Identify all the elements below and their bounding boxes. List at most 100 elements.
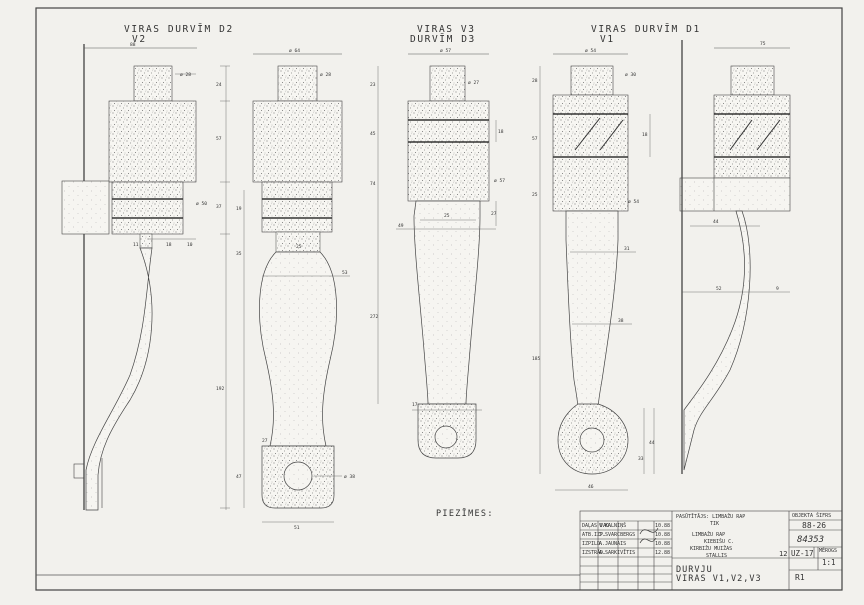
tb-scale-label: MĒROGS [819, 547, 837, 554]
title-block [579, 510, 843, 591]
dim-d30: ø 30 [625, 72, 636, 78]
view-v3-sub: DURVĪM D3 [410, 34, 476, 45]
tb-scale: 1:1 [822, 558, 836, 567]
tb-role-4: IZSTRĀD. [582, 549, 606, 556]
door-frame-section-v1 [679, 177, 791, 212]
strap-v2 [85, 247, 153, 511]
dim-25b: 25 [296, 244, 302, 250]
dim-d54b: ø 54 [628, 199, 639, 205]
tb-object1: LIMBAŽU RAP [692, 530, 725, 538]
tb-code: 88-26 [802, 521, 826, 530]
tb-role-2: ATB.IZP. [582, 532, 606, 538]
tb-role-1: DAĻAS VAD. [582, 523, 612, 529]
dim-74: 74 [370, 181, 376, 187]
dim-38w: 38 [618, 318, 624, 324]
dim-33: 33 [638, 456, 644, 462]
view-d1-title: VIRAS DURVĪM D1 [591, 24, 701, 35]
dim-d57b: ø 57 [494, 178, 505, 184]
tb-rev: R1 [795, 573, 805, 582]
dim-28: 28 [532, 78, 538, 84]
tb-drawing-title-1: DURVJU [676, 565, 713, 575]
dim-47: 47 [236, 474, 242, 480]
view-d1-sub: V1 [600, 34, 615, 45]
dim-d50: ø 50 [196, 201, 207, 207]
dim-192: 192 [216, 386, 225, 392]
dim-17: 17 [412, 402, 418, 408]
dim-46: 46 [588, 484, 594, 490]
tb-name-1: V.KALNIŅŠ [599, 522, 626, 529]
dim-24: 24 [216, 82, 222, 88]
dim-9: 9 [776, 286, 779, 292]
tb-name-2: J.SVARCBERGS [599, 532, 635, 538]
dim-44: 44 [649, 440, 655, 446]
view-v3: VIRAS V3 DURVĪM D3 ø 57 ø 27 ø 57 23 45 … [370, 24, 505, 459]
tb-object4: STALLIS [706, 553, 727, 559]
view-v2-front: ø 64 ø 28 ø 38 53 51 19 35 47 25 27 [236, 48, 355, 531]
dim-44b: 44 [713, 219, 719, 225]
tb-date-1: 10.88 [655, 523, 670, 529]
handle-v2 [259, 251, 337, 447]
dim-d27: ø 27 [468, 80, 479, 86]
handle-v1 [565, 210, 619, 411]
title-block-text: DAĻAS VAD. V.KALNIŅŠ 10.88 ATB.IZP. J.SV… [582, 512, 837, 584]
dim-d64: ø 64 [289, 48, 300, 54]
dim-18b: 18 [498, 129, 504, 135]
dim-21: 27 [262, 438, 268, 444]
dim-272: 272 [370, 314, 379, 320]
dim-d57: ø 57 [440, 48, 451, 54]
dim-25: 25 [444, 213, 450, 219]
view-d2-title: VIRAS DURVĪM D2 [124, 24, 234, 35]
dim-d38: ø 38 [344, 474, 355, 480]
dim-52: 52 [716, 286, 722, 292]
tb-name-3: A.JAUNAIS [599, 541, 626, 547]
tb-inv: 84353 [797, 535, 824, 545]
tb-drawing-title-2: VIRAS V1,V2,V3 [676, 574, 762, 584]
signature-marks [639, 527, 659, 544]
view-v1-side: 75 44 52 9 [679, 40, 791, 474]
dim-19: 19 [236, 206, 242, 212]
dim-25c: 25 [532, 192, 538, 198]
dim-49: 49 [398, 223, 404, 229]
notes-label: PIEZĪMES: [436, 508, 494, 519]
dim-45: 45 [370, 131, 376, 137]
tb-date-2: 10.88 [655, 532, 670, 538]
dim-57b: 57 [532, 136, 538, 142]
tb-date-3: 10.88 [655, 541, 670, 547]
tb-object3: KIRBIŽU MUIŽAS [690, 544, 732, 552]
dim-75: 75 [760, 41, 766, 47]
dim-d54: ø 54 [585, 48, 596, 54]
dim-185: 185 [532, 356, 541, 362]
tb-name-4: A.SARKIVĪTIS [599, 549, 635, 556]
dim-37: 37 [216, 204, 222, 210]
dim-width-88: 88 [130, 42, 136, 48]
sheet-border [35, 7, 843, 591]
dim-27: 27 [491, 211, 497, 217]
tb-sheet-code: UZ-17 [791, 549, 814, 558]
view-v2-side: VIRAS DURVĪM D2 V2 88 ø 28 ø 50 11 18 10… [61, 24, 234, 511]
strap-v1 [683, 210, 751, 471]
view-v3-title: VIRAS V3 [417, 24, 476, 35]
door-frame-section [61, 180, 110, 235]
dim-23: 23 [370, 82, 376, 88]
dim-35: 35 [236, 251, 242, 257]
dim-11: 11 [133, 242, 139, 248]
dim-d28: ø 28 [180, 72, 191, 78]
dim-57: 57 [216, 136, 222, 142]
handle-v3 [413, 200, 481, 405]
tb-object2: KIEBIŠU C. [704, 538, 734, 545]
dim-10: 10 [187, 242, 193, 248]
tb-code-label: OBJEKTA ŠIFRS [792, 512, 831, 519]
dim-18c: 18 [642, 132, 648, 138]
view-d2-sub: V2 [132, 34, 147, 45]
dim-53: 53 [342, 270, 348, 276]
dim-18: 18 [166, 242, 172, 248]
view-v1-front: VIRAS DURVĪM D1 V1 ø 54 ø 30 ø 54 28 57 … [532, 24, 701, 491]
tb-project: PASŪTĪTĀJS: LIMBAŽU RAP [676, 512, 745, 520]
dim-31: 31 [624, 246, 630, 252]
dim-d28b: ø 28 [320, 72, 331, 78]
tb-role-3: IZPILD. [582, 541, 603, 547]
dim-51: 51 [294, 525, 300, 531]
tb-date-4: 12.88 [655, 550, 670, 556]
